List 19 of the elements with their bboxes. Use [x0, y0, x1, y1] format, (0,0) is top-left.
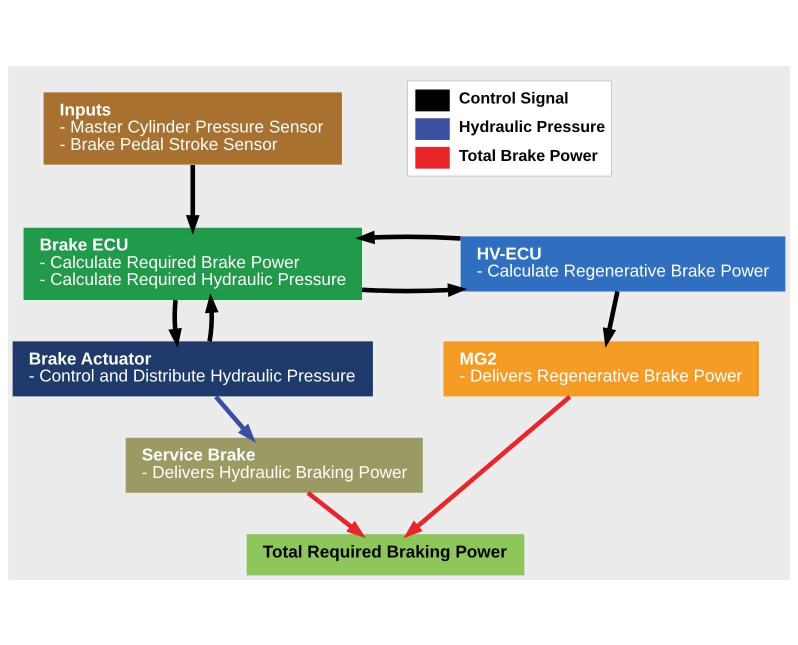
- node-box: HV-ECU - Calculate Regenerative Brake Power: [460, 236, 786, 291]
- node-box: MG2 - Delivers Regenerative Brake Power: [443, 340, 759, 396]
- node-box: Service Brake - Delivers Hydraulic Braking Power: [126, 437, 423, 492]
- arrow: [214, 394, 256, 442]
- legend-label: Control Signal: [458, 89, 569, 108]
- node-box: Inputs - Master Cylinder Pressure Sensor - Brake Pedal Stroke Sensor: [44, 92, 342, 164]
- arrow: [355, 230, 461, 244]
- legend-label: Total Brake Power: [458, 146, 598, 164]
- arrow: [403, 394, 572, 538]
- node-box: Total Required Braking Power: [246, 534, 524, 575]
- arrow: [204, 292, 219, 342]
- arrow: [186, 164, 200, 234]
- arrow: [602, 290, 620, 348]
- legend-label: Hydraulic Pressure: [458, 118, 606, 136]
- arrow: [306, 490, 366, 538]
- arrow: [168, 299, 182, 348]
- node-box: Brake Actuator - Control and Distribute Hydraulic Pressure: [12, 340, 373, 396]
- node-box: Brake ECU - Calculate Required Brake Power - Calculate Required Hydraulic Pressure: [24, 227, 362, 300]
- arrow: [362, 282, 468, 296]
